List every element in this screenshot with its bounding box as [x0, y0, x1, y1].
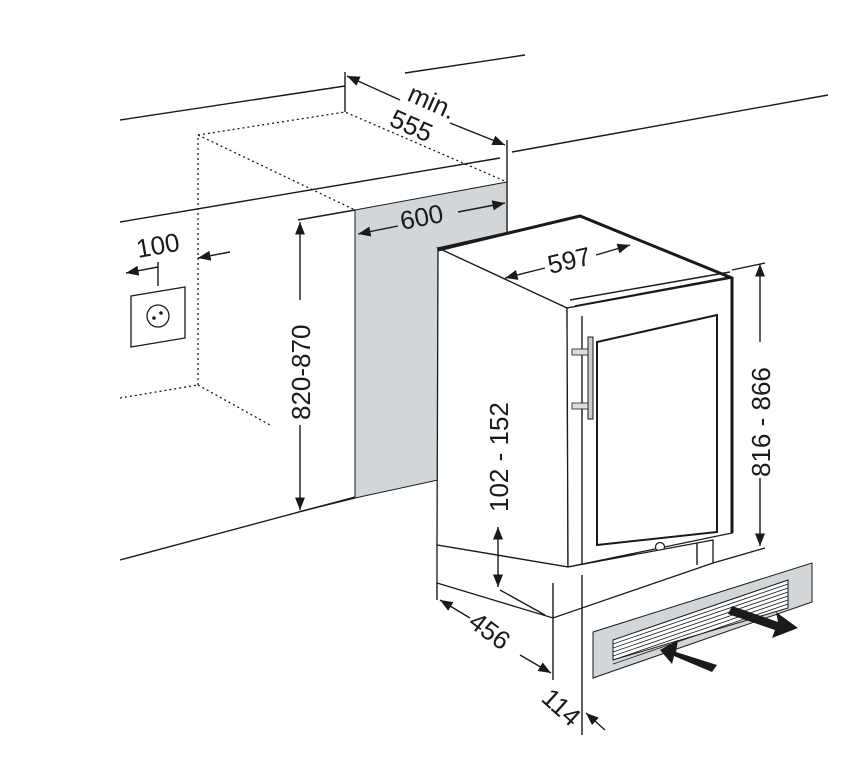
dimension-appliance-height: 816 - 866: [712, 262, 776, 564]
socket-offset-value: 100: [134, 227, 182, 264]
air-inlet-arrow-icon: [660, 640, 717, 672]
dimension-plinth-height: 102 - 152: [484, 402, 514, 587]
niche-height-value: 820-870: [286, 325, 316, 420]
appliance-depth-value: 456: [463, 606, 516, 656]
dimension-niche-height: 820-870: [286, 209, 356, 513]
glass-panel: [596, 313, 718, 547]
air-outlet-arrow-icon: [728, 606, 798, 638]
dimension-socket-offset: 100: [125, 227, 231, 286]
door-handle: [587, 336, 594, 420]
plinth-height-value: 102 - 152: [484, 402, 514, 512]
plinth-depth-value: 114: [536, 682, 587, 732]
ventilation-grille: [592, 562, 813, 679]
wine-cooler-appliance: [435, 214, 735, 619]
appliance-height-value: 816 - 866: [746, 367, 776, 477]
power-socket-icon: [130, 286, 186, 348]
dimension-depth-min: min. 555: [344, 72, 508, 250]
